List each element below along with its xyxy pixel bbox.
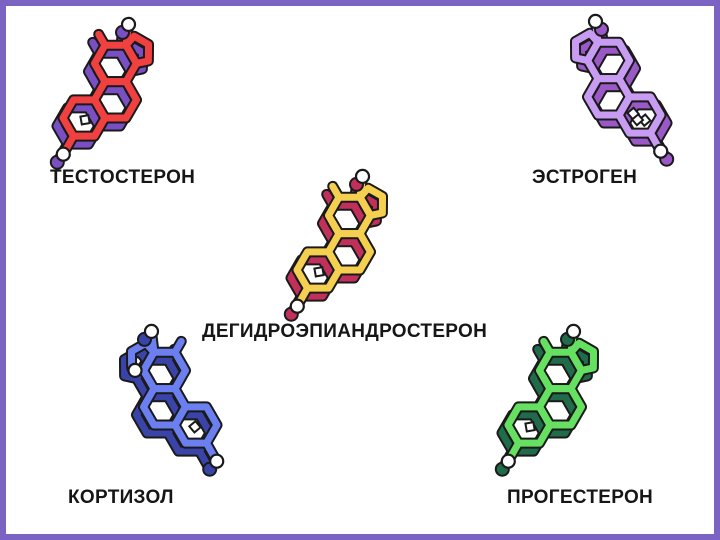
- atom-end: [55, 146, 71, 162]
- progesterone-molecule: [494, 323, 600, 477]
- atom-end: [143, 323, 160, 340]
- carbon-ring: [122, 32, 153, 67]
- bond-marker: [626, 106, 641, 121]
- estrogen-molecule: [569, 13, 675, 167]
- carbon-ring: [567, 339, 598, 374]
- dhea-label: ДЕГИДРОЭПИАНДРОСТЕРОН: [202, 321, 488, 342]
- dhea-molecule: [283, 168, 389, 322]
- atom-end: [120, 16, 137, 33]
- atom-end: [565, 323, 582, 340]
- bond-line: [95, 67, 109, 86]
- bond-line: [540, 374, 554, 393]
- bond-marker: [524, 421, 536, 433]
- bond-line: [329, 182, 343, 201]
- bond-marker: [79, 114, 91, 126]
- bond-line: [95, 30, 109, 49]
- atom-end: [209, 453, 225, 469]
- atom-end: [587, 13, 604, 30]
- carbon-ring: [356, 184, 387, 219]
- carbon-ring: [571, 29, 602, 64]
- atom-end: [354, 168, 371, 185]
- bond-line: [171, 374, 185, 393]
- testosterone-molecule: [49, 16, 155, 170]
- atom-end: [500, 453, 516, 469]
- progesterone-label: ПРОГЕСТЕРОН: [507, 487, 654, 508]
- bond-line: [540, 337, 554, 356]
- bond-layer: [571, 17, 665, 155]
- atom-end: [653, 143, 669, 159]
- bond-layer: [293, 172, 387, 310]
- bond-marker: [313, 266, 325, 278]
- bond-marker: [187, 419, 202, 434]
- cortisol-label: КОРТИЗОЛ: [68, 487, 174, 508]
- estrogen-label: ЭСТРОГЕН: [532, 167, 638, 188]
- atom-end: [127, 362, 143, 379]
- atom-end: [289, 298, 305, 314]
- bond-line: [329, 219, 343, 238]
- testosterone-label: ТЕСТОСТЕРОН: [50, 167, 196, 188]
- bond-line: [171, 337, 185, 356]
- cortisol-molecule: [118, 323, 225, 477]
